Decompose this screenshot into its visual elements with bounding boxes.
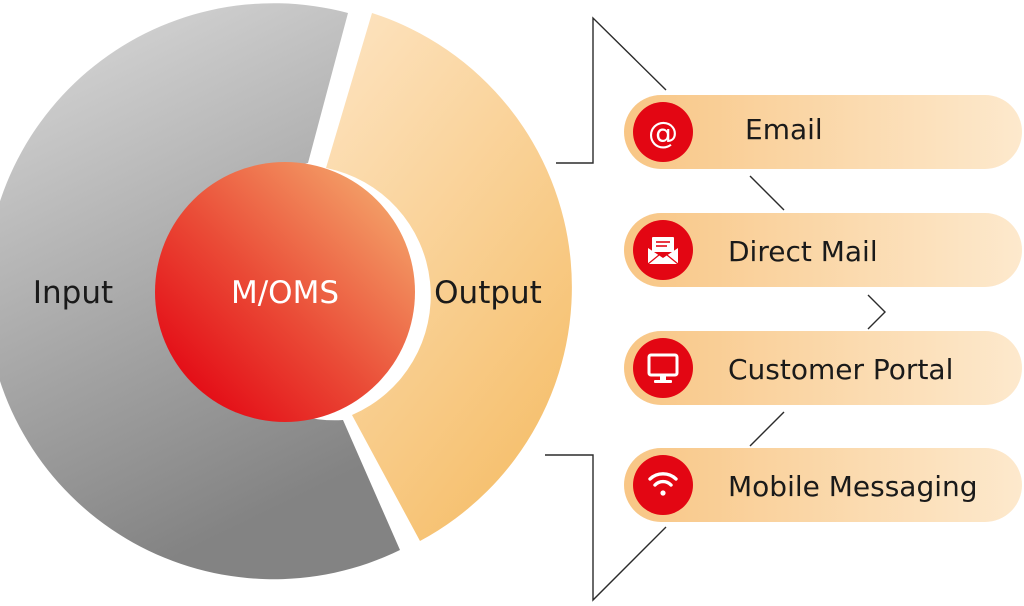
icon-badge [633, 102, 693, 162]
channel-customer-portal: Customer Portal [624, 331, 1022, 405]
channel-pill [624, 213, 1022, 287]
bracket-top-line [556, 16, 667, 164]
channel-label: Email [745, 113, 823, 146]
channel-pill [624, 448, 1022, 522]
channel-pill [624, 331, 1022, 405]
moms-core-circle [155, 162, 415, 422]
input-label: Input [33, 275, 113, 311]
zigzag-line-2 [749, 411, 785, 447]
icon-badge [633, 338, 693, 398]
bracket-bottom-line [545, 454, 667, 602]
channel-pill [624, 95, 1022, 169]
monitor-icon [647, 353, 679, 383]
wifi-icon [648, 472, 678, 496]
channel-direct-mail: Direct Mail [624, 213, 1022, 287]
connector-lines [545, 16, 886, 602]
envelope-letter-icon [647, 237, 679, 265]
at-sign-icon: @ [648, 116, 678, 151]
channel-label: Customer Portal [728, 353, 953, 386]
output-label: Output [434, 275, 542, 311]
channel-email: @ Email [624, 95, 1022, 169]
core-label: M/OMS [231, 275, 339, 311]
zigzag-line-1 [749, 175, 785, 211]
icon-badge [633, 455, 693, 515]
channel-label: Direct Mail [728, 235, 878, 268]
channel-label: Mobile Messaging [728, 470, 978, 503]
channel-mobile-messaging: Mobile Messaging [624, 448, 1022, 522]
output-segment [326, 13, 572, 541]
zigzag-chevron [867, 294, 886, 330]
